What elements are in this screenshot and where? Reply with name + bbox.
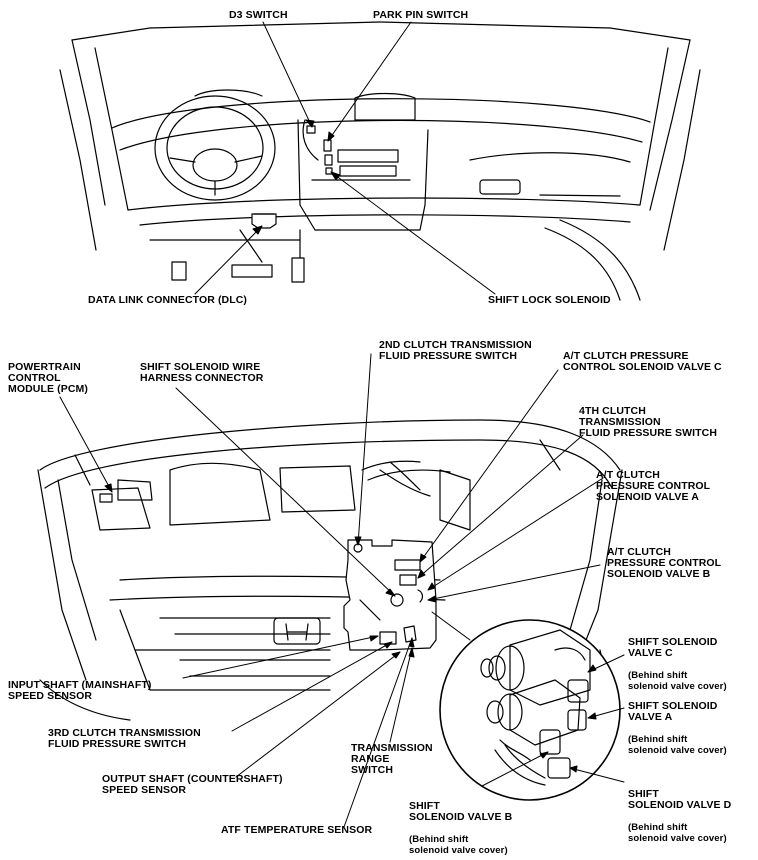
label-data-link-connector: DATA LINK CONNECTOR (DLC) (88, 294, 248, 306)
label-pcm: POWERTRAIN CONTROL MODULE (PCM) (8, 361, 88, 395)
shift-solenoid-valve-d-note: (Behind shift solenoid valve cover) (628, 822, 727, 844)
leader-lines-bottom (59, 353, 625, 828)
label-transmission-range-switch: TRANSMISSION RANGE SWITCH (351, 742, 433, 776)
label-input-shaft-sensor: INPUT SHAFT (MAINSHAFT) SPEED SENSOR (8, 679, 152, 702)
label-3rd-clutch-switch: 3RD CLUTCH TRANSMISSION FLUID PRESSURE S… (48, 727, 201, 750)
shift-solenoid-valve-c-note: (Behind shift solenoid valve cover) (628, 670, 727, 692)
label-shift-solenoid-valve-c: SHIFT SOLENOID VALVE C (Behind shift sol… (628, 626, 727, 692)
label-shift-solenoid-wire-harness: SHIFT SOLENOID WIRE HARNESS CONNECTOR (140, 361, 264, 384)
label-at-clutch-valve-b: A/T CLUTCH PRESSURE CONTROL SOLENOID VAL… (607, 546, 722, 580)
engine-bay-illustration (37, 419, 623, 751)
shift-lever-assembly (302, 119, 333, 175)
shift-solenoid-valve-b-title: SHIFT SOLENOID VALVE B (409, 800, 513, 823)
label-at-clutch-valve-c: A/T CLUTCH PRESSURE CONTROL SOLENOID VAL… (563, 350, 722, 373)
shift-solenoid-valve-b-note: (Behind shift solenoid valve cover) (409, 834, 508, 856)
label-2nd-clutch-switch: 2ND CLUTCH TRANSMISSION FLUID PRESSURE S… (379, 339, 532, 362)
label-d3-switch: D3 SWITCH (229, 9, 288, 21)
label-shift-solenoid-valve-b: SHIFT SOLENOID VALVE B (Behind shift sol… (409, 790, 512, 856)
shift-solenoid-valve-c-title: SHIFT SOLENOID VALVE C (628, 636, 718, 659)
leader-lines-top (194, 21, 496, 295)
shift-solenoid-valve-d-title: SHIFT SOLENOID VALVE D (628, 788, 732, 811)
label-shift-solenoid-valve-a: SHIFT SOLENOID VALVE A (Behind shift sol… (628, 690, 727, 756)
label-shift-lock-solenoid: SHIFT LOCK SOLENOID (488, 294, 611, 306)
dlc-connector (251, 213, 277, 229)
label-output-shaft-sensor: OUTPUT SHAFT (COUNTERSHAFT) SPEED SENSOR (102, 773, 283, 796)
label-shift-solenoid-valve-d: SHIFT SOLENOID VALVE D (Behind shift sol… (628, 778, 731, 844)
label-4th-clutch-switch: 4TH CLUTCH TRANSMISSION FLUID PRESSURE S… (579, 405, 718, 439)
solenoid-detail-inset (439, 619, 621, 801)
dashboard-illustration (59, 21, 701, 301)
label-park-pin-switch: PARK PIN SWITCH (373, 9, 469, 21)
label-at-clutch-valve-a: A/T CLUTCH PRESSURE CONTROL SOLENOID VAL… (596, 469, 711, 503)
shift-solenoid-valve-a-title: SHIFT SOLENOID VALVE A (628, 700, 718, 723)
label-atf-temp-sensor: ATF TEMPERATURE SENSOR (221, 824, 373, 836)
shift-solenoid-valve-a-note: (Behind shift solenoid valve cover) (628, 734, 727, 756)
